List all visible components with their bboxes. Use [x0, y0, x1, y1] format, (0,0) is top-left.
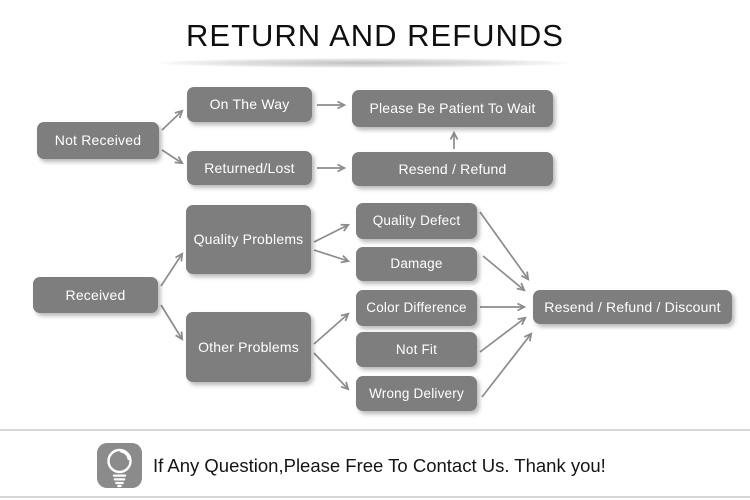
lightbulb-icon: [97, 443, 142, 488]
node-not-received: Not Received: [37, 122, 159, 159]
edge-other-problems-wrong-delivery: [313, 352, 350, 391]
edge-wrong-delivery-discount: [481, 332, 533, 398]
node-wrong-delivery: Wrong Delivery: [356, 376, 477, 411]
node-quality-defect: Quality Defect: [356, 203, 477, 239]
node-not-fit: Not Fit: [356, 332, 477, 367]
node-other-problems: Other Problems: [186, 312, 311, 382]
page-title: RETURN AND REFUNDS: [186, 18, 564, 53]
edge-quality-problems-damage: [313, 249, 351, 264]
edge-quality-problems-quality-defect: [313, 223, 351, 243]
node-returned-lost: Returned/Lost: [187, 151, 312, 185]
node-on-the-way: On The Way: [187, 87, 312, 122]
edge-received-quality-problems: [160, 252, 184, 287]
edge-damage-discount: [482, 255, 526, 292]
node-color-difference: Color Difference: [356, 290, 477, 326]
edge-not-fit-discount: [479, 316, 527, 353]
edge-not-received-returned-lost: [161, 149, 184, 165]
edge-not-received-on-the-way: [161, 109, 184, 131]
node-resend-refund: Resend / Refund: [352, 152, 553, 186]
footer-bottom-rule: [0, 496, 750, 498]
lightbulb-glyph: [107, 448, 132, 488]
edge-other-problems-color-difference: [313, 312, 350, 345]
node-damage: Damage: [356, 247, 477, 281]
node-resend-refund-discount: Resend / Refund / Discount: [533, 290, 732, 324]
edge-received-other-problems: [160, 304, 184, 341]
node-received: Received: [33, 277, 158, 313]
edge-quality-defect-discount: [479, 211, 530, 281]
title-underline-decoration: [158, 58, 570, 68]
contact-message: If Any Question,Please Free To Contact U…: [153, 455, 606, 476]
node-quality-problems: Quality Problems: [186, 205, 311, 274]
node-be-patient: Please Be Patient To Wait: [352, 90, 553, 127]
footer-top-rule: [0, 429, 750, 431]
